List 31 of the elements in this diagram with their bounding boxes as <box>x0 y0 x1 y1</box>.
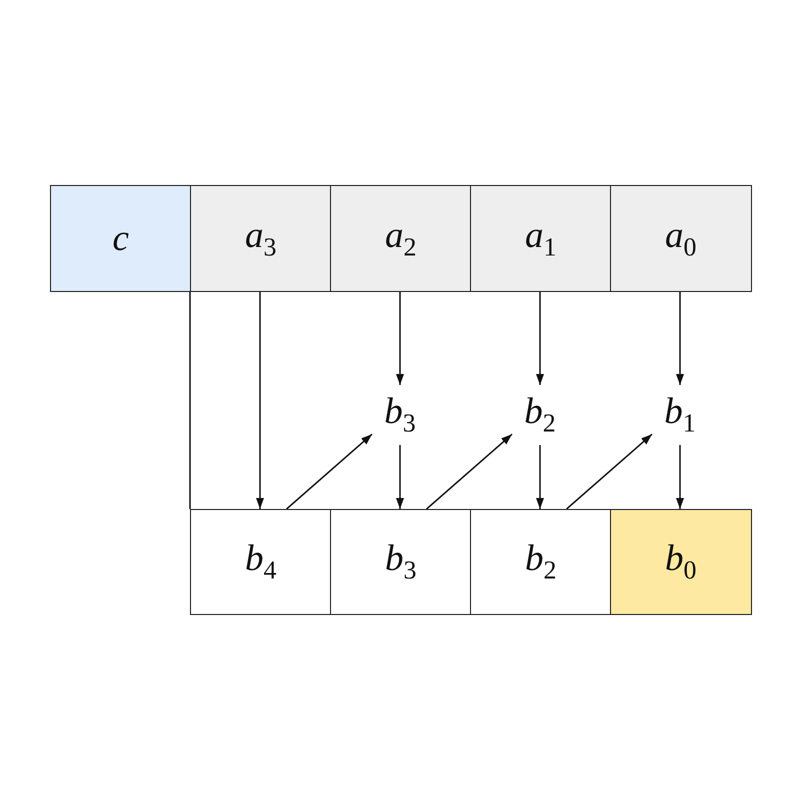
arrow <box>676 445 684 509</box>
arrow <box>676 290 684 385</box>
math-variable: b$_{4}$ <box>245 540 276 584</box>
arrow <box>566 434 652 510</box>
coefficient-cell <box>330 185 472 292</box>
arrow <box>286 434 372 510</box>
math-variable: a$_{0}$ <box>665 216 696 260</box>
math-variable: b$_{3}$ <box>385 540 416 584</box>
math-variable: a$_{3}$ <box>245 216 276 260</box>
math-variable: b$_{0}$ <box>665 540 696 584</box>
arrow <box>536 290 544 385</box>
quotient-cell <box>330 509 472 614</box>
arrow <box>426 434 512 510</box>
math-variable: b$_{2}$ <box>524 393 556 437</box>
math-variable: b$_{2}$ <box>525 540 556 584</box>
coefficient-cell <box>470 185 612 292</box>
arrow <box>396 290 404 385</box>
math-variable: c <box>112 220 129 257</box>
math-variable: a$_{2}$ <box>385 216 416 260</box>
quotient-cell <box>470 509 612 614</box>
arrow <box>256 290 264 509</box>
arrow <box>536 445 544 509</box>
math-variable: b$_{1}$ <box>664 393 696 437</box>
math-variable: b$_{3}$ <box>384 393 416 437</box>
quotient-cell <box>190 509 332 614</box>
coefficient-cell <box>610 185 752 292</box>
coefficient-cell <box>190 185 332 292</box>
connector-line <box>189 290 191 509</box>
divisor-cell <box>50 185 192 292</box>
math-variable: a$_{1}$ <box>525 216 556 260</box>
arrow <box>396 445 404 509</box>
